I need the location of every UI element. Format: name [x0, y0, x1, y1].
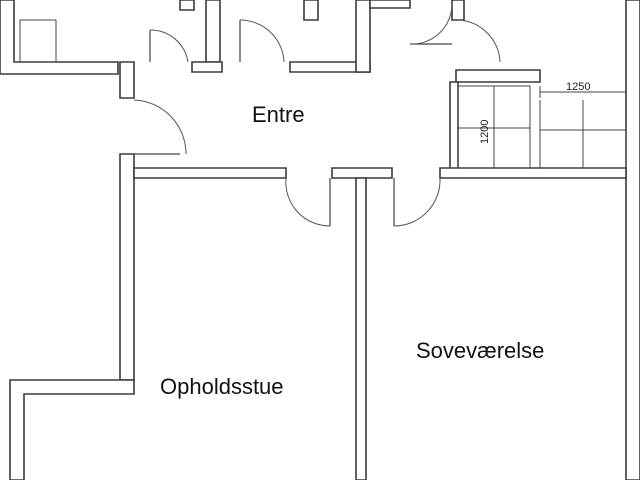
top-wall-segment-2: [205, 0, 221, 63]
entre-bottom-wall-right: [439, 167, 627, 179]
dimension-width: 1250: [539, 81, 626, 98]
dimension-height-label: 1200: [479, 120, 491, 144]
partition-wall: [355, 177, 367, 480]
door-swing: [239, 19, 285, 63]
doors: [133, 3, 501, 227]
entre-left-wall: [119, 153, 135, 381]
left-corridor-wall: [119, 61, 135, 99]
top-wall-segment-3: [191, 61, 223, 73]
room-label-opholdsstue: Opholdsstue: [160, 374, 284, 399]
dimension-width-label: 1250: [566, 81, 590, 93]
door-swing: [457, 19, 501, 63]
door-swing: [409, 3, 453, 45]
room-label-sovevaerelse: Soveværelse: [416, 338, 544, 363]
storage-top-wall: [455, 69, 541, 83]
cabinet-top-left: [19, 19, 57, 63]
top-wall-segment-8: [451, 0, 465, 21]
top-wall-segment-5: [355, 0, 371, 73]
entre-bottom-wall-left: [133, 167, 287, 179]
door-swing: [149, 29, 189, 63]
top-wall-segment-6: [303, 0, 319, 21]
dimension-height: 1200: [479, 86, 495, 168]
room-label-entre: Entre: [252, 102, 305, 127]
door-swing: [285, 177, 331, 227]
door-swing: [133, 99, 187, 155]
right-exterior-wall: [625, 0, 640, 480]
entre-bottom-wall-middle: [331, 167, 393, 179]
storage-left-wall: [449, 81, 459, 171]
living-jog-wall: [9, 379, 135, 480]
top-wall-segment-7: [369, 0, 411, 9]
left-exterior-wall: [0, 0, 119, 75]
door-swing: [393, 177, 441, 227]
top-wall-segment-1: [179, 0, 195, 11]
